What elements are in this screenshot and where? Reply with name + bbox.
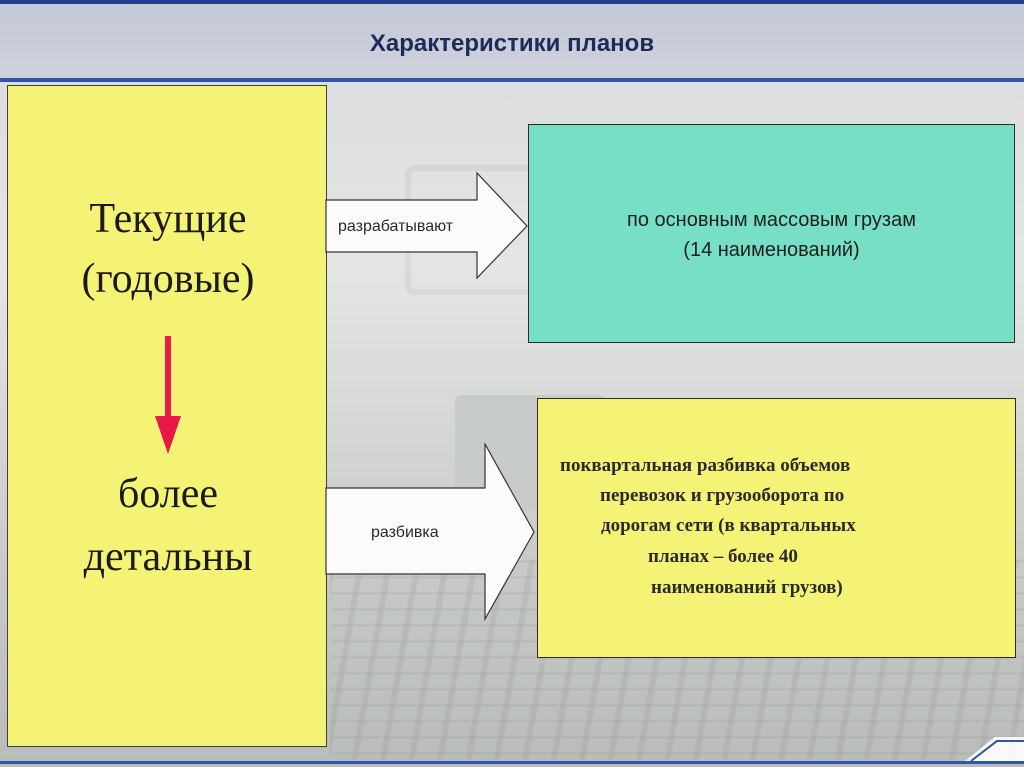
left-panel-line-4: детальны — [83, 534, 253, 580]
box-quarterly-line-3: дорогам сети (в квартальных — [601, 515, 856, 536]
left-panel-line-2: (годовые) — [81, 256, 255, 302]
bottom-border-line — [0, 761, 1024, 764]
left-panel-line-1: Текущие — [89, 196, 247, 242]
arrow-label-breakdown: разбивка — [371, 524, 439, 541]
box-main-cargo: по основным массовым грузам (14 наименов… — [528, 124, 1015, 343]
box-quarterly-line-1: поквартальная разбивка объемов — [560, 455, 851, 476]
box-main-cargo-line-1: по основным массовым грузам — [627, 209, 916, 231]
down-arrow-icon — [155, 336, 181, 454]
corner-decoration — [965, 737, 1024, 762]
box-quarterly-breakdown: поквартальная разбивка объемов перевозок… — [537, 398, 1016, 658]
left-panel-line-3: более — [117, 471, 219, 517]
box-quarterly-line-4: планах – более 40 — [648, 546, 798, 567]
left-panel-current-plans: Текущие (годовые) более детальны — [7, 85, 327, 747]
right-arrow-develop-icon — [325, 172, 528, 280]
title-bar: Характеристики планов — [0, 0, 1024, 82]
box-quarterly-line-2: перевозок и грузооборота по — [600, 485, 845, 506]
page-title: Характеристики планов — [369, 30, 655, 57]
arrow-label-develop: разрабатывают — [338, 218, 454, 235]
box-quarterly-line-5: наименований грузов) — [651, 577, 843, 598]
right-arrow-breakdown-icon — [325, 443, 535, 621]
box-main-cargo-line-2: (14 наименований) — [683, 239, 860, 261]
